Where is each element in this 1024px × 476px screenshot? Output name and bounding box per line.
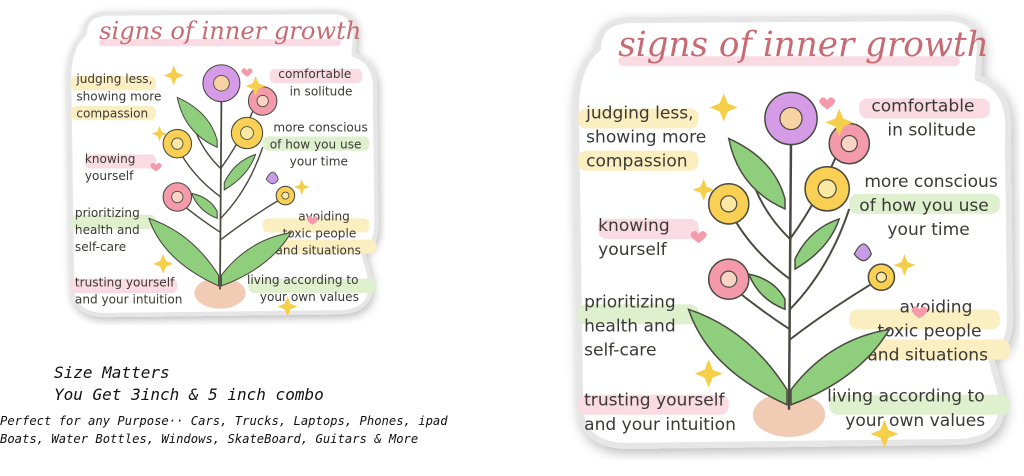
caption-purpose: Perfect for any Purpose·· Cars, Trucks, … — [0, 414, 448, 428]
flower-pink-left — [707, 258, 750, 301]
label-knowing: knowing yourself — [598, 216, 675, 260]
sparkles — [151, 65, 310, 317]
label-living: living according to your own values — [827, 387, 990, 431]
hearts — [690, 97, 928, 319]
label-conscious: more conscious of how you use your time — [859, 172, 1003, 240]
sparkles — [692, 93, 916, 448]
flower-purple — [764, 91, 818, 146]
label-comfortable: comfortable in solitude — [278, 67, 355, 98]
label-prioritizing: prioritizing health and self-care — [584, 292, 681, 360]
label-prioritizing: prioritizing health and self-care — [75, 206, 144, 254]
sticker-title: signs of inner growth — [99, 17, 361, 45]
flower-pink-top — [828, 122, 871, 165]
caption-uses: Boats, Water Bottles, Windows, SkateBoar… — [0, 432, 419, 446]
product-caption: Size Matters You Get 3inch & 5 inch comb… — [0, 362, 560, 448]
label-judging: judging less, showing more compassion — [75, 72, 165, 120]
flower-purple — [202, 64, 241, 103]
sticker-small: signs of inner growth judging less, show… — [55, 5, 385, 325]
plant-illustration — [148, 64, 319, 317]
flower-yellow-small — [275, 185, 296, 206]
label-trusting: trusting yourself and your intuition — [584, 391, 736, 435]
sticker-title: signs of inner growth — [618, 25, 988, 65]
sticker-large-art: signs of inner growth judging less, show… — [572, 15, 1014, 449]
flower-yellow-left — [162, 128, 193, 159]
label-living: living according to your own values — [247, 273, 362, 304]
label-trusting: trusting yourself and your intuition — [75, 276, 182, 307]
flower-pink-top — [247, 86, 278, 116]
plant-illustration — [687, 91, 928, 448]
label-conscious: more conscious of how you use your time — [270, 121, 372, 169]
label-judging: judging less, showing more compassion — [585, 104, 712, 172]
sticker-small-art: signs of inner growth judging less, show… — [67, 9, 379, 318]
flower-pink-left — [162, 182, 193, 212]
flower-yellow-left — [707, 183, 750, 225]
purple-bud — [853, 243, 873, 262]
flower-yellow-center — [804, 165, 851, 212]
label-avoiding: avoiding toxic people and situations — [275, 209, 360, 257]
flower-yellow-small — [867, 263, 896, 291]
caption-combo: You Get 3inch & 5 inch combo — [54, 385, 324, 404]
purple-bud — [265, 171, 279, 185]
caption-size-matters: Size Matters — [54, 363, 170, 382]
flower-yellow-center — [230, 116, 264, 150]
hearts — [150, 68, 319, 225]
sticker-large: signs of inner growth judging less, show… — [558, 8, 1020, 460]
label-comfortable: comfortable in solitude — [871, 96, 980, 140]
label-knowing: knowing yourself — [85, 152, 139, 183]
